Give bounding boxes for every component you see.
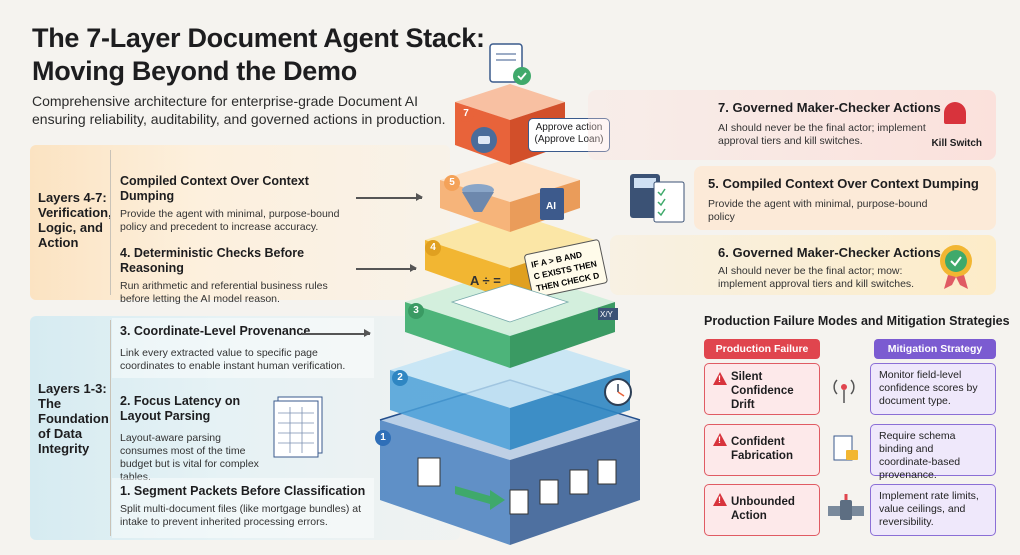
rule-card: IF A > B AND C EXISTS THEN THEN CHECK D	[524, 239, 608, 299]
layer-2	[390, 332, 630, 450]
card-heading: 3. Coordinate-Level Provenance	[120, 324, 311, 338]
mitigation-header: Mitigation Strategy	[874, 339, 996, 359]
failure-row-drift: Silent Confidence Drift	[704, 363, 820, 415]
mitigation-text: Require schema binding and coordinate-ba…	[879, 430, 961, 481]
right-card-context-5: 5. Compiled Context Over Context Dumping…	[694, 166, 996, 230]
page-title: The 7-Layer Document Agent Stack: Moving…	[32, 23, 485, 86]
card-heading: 5. Compiled Context Over Context Dumping	[708, 176, 979, 191]
card-body: Run arithmetic and referential business …	[120, 280, 328, 305]
award-badge-icon	[940, 245, 972, 289]
card-body: AI should never be the final actor; impl…	[718, 122, 926, 147]
approve-callout-text: Approve action (Approve Loan)	[534, 122, 604, 145]
divider	[110, 320, 111, 536]
failure-section-title: Production Failure Modes and Mitigation …	[704, 314, 1010, 328]
document-stack-icon	[417, 457, 617, 515]
ai-label: AI	[546, 201, 556, 212]
connector-arrow	[356, 194, 423, 200]
layer-badge-4: 4	[425, 240, 441, 256]
left-card-context: Compiled Context Over Context Dumping Pr…	[112, 168, 362, 240]
failure-label: Confident Fabrication	[731, 436, 793, 462]
upper-group-label: Layers 4-7: Verification, Logic, and Act…	[38, 190, 112, 250]
document-shield-icon	[489, 43, 531, 85]
math-glyphs: A ÷ =	[470, 273, 501, 288]
layer-stack-diagram: AI IF A > B AND C EXISTS THEN THEN CHECK…	[379, 43, 641, 545]
robot-gear-icon	[471, 127, 497, 153]
funnel-icon	[462, 184, 494, 212]
failure-header: Production Failure	[704, 339, 820, 359]
left-card-provenance: 3. Coordinate-Level Provenance Link ever…	[112, 318, 374, 378]
card-body: Provide the agent with minimal, purpose-…	[120, 208, 340, 233]
layer-badge-1: 1	[375, 430, 391, 446]
layer-badge-5: 5	[444, 175, 460, 191]
divider	[110, 150, 111, 295]
card-body: Link every extracted value to specific p…	[120, 347, 346, 372]
right-card-governed-7: 7. Governed Maker-Checker Actions AI sho…	[588, 90, 996, 160]
warning-icon	[713, 372, 727, 385]
layer-badge-3: 3	[408, 303, 424, 319]
layer-badge-7: 7	[458, 106, 474, 122]
right-card-governed-6: 6. Governed Maker-Checker Actions AI sho…	[610, 235, 996, 295]
failure-label: Unbounded Action	[731, 496, 795, 522]
card-heading: 2. Focus Latency on Layout Parsing	[120, 394, 241, 423]
failure-row-unbounded: Unbounded Action	[704, 484, 820, 536]
upper-layers-band	[30, 145, 450, 300]
xy-tag-label: X/Y	[600, 310, 614, 319]
left-card-segment: 1. Segment Packets Before Classification…	[112, 478, 374, 538]
connector-arrow	[356, 265, 417, 271]
kill-switch-label: Kill Switch	[931, 138, 982, 149]
card-body: Split multi-document files (like mortgag…	[120, 503, 362, 528]
card-body: Layout-aware parsing consumes most of th…	[120, 432, 259, 483]
card-body: Provide the agent with minimal, purpose-…	[708, 198, 928, 223]
card-heading: 1. Segment Packets Before Classification	[120, 484, 366, 498]
mitigation-text: Implement rate limits, value ceilings, a…	[879, 490, 979, 528]
failure-row-fabrication: Confident Fabrication	[704, 424, 820, 476]
mitigation-text: Monitor field-level confidence scores by…	[879, 369, 978, 407]
card-body: AI should never be the final actor; mow:…	[718, 265, 915, 290]
calculator-checklist-icon	[630, 174, 685, 223]
xy-tag	[598, 308, 618, 320]
document-sheet	[450, 283, 570, 323]
card-heading: Compiled Context Over Context Dumping	[120, 174, 309, 203]
card-heading: 4. Deterministic Checks Before Reasoning	[120, 246, 305, 275]
mitigation-row-unbounded: Implement rate limits, value ceilings, a…	[870, 484, 996, 536]
signal-antenna-icon	[833, 379, 855, 403]
stopwatch-icon	[604, 378, 632, 406]
left-card-deterministic: 4. Deterministic Checks Before Reasoning…	[112, 240, 362, 312]
ai-book-icon: AI	[540, 188, 564, 220]
kill-switch-icon	[944, 102, 966, 124]
connector-arrow	[302, 330, 371, 336]
layer-badge-2: 2	[392, 370, 408, 386]
table-document-icon	[273, 396, 323, 458]
warning-icon	[713, 493, 727, 506]
page-subtitle: Comprehensive architecture for enterpris…	[32, 93, 446, 127]
mitigation-row-drift: Monitor field-level confidence scores by…	[870, 363, 996, 415]
lower-group-label: Layers 1-3: The Foundation of Data Integ…	[38, 381, 109, 456]
locked-document-icon	[833, 435, 858, 461]
failure-label: Silent Confidence Drift	[731, 371, 794, 411]
card-heading: 7. Governed Maker-Checker Actions	[718, 100, 941, 115]
warning-icon	[713, 433, 727, 446]
mitigation-row-fabrication: Require schema binding and coordinate-ba…	[870, 424, 996, 481]
valve-icon	[828, 494, 864, 520]
card-heading: 6. Governed Maker-Checker Actions	[718, 245, 941, 260]
left-card-latency: 2. Focus Latency on Layout Parsing Layou…	[112, 388, 272, 490]
